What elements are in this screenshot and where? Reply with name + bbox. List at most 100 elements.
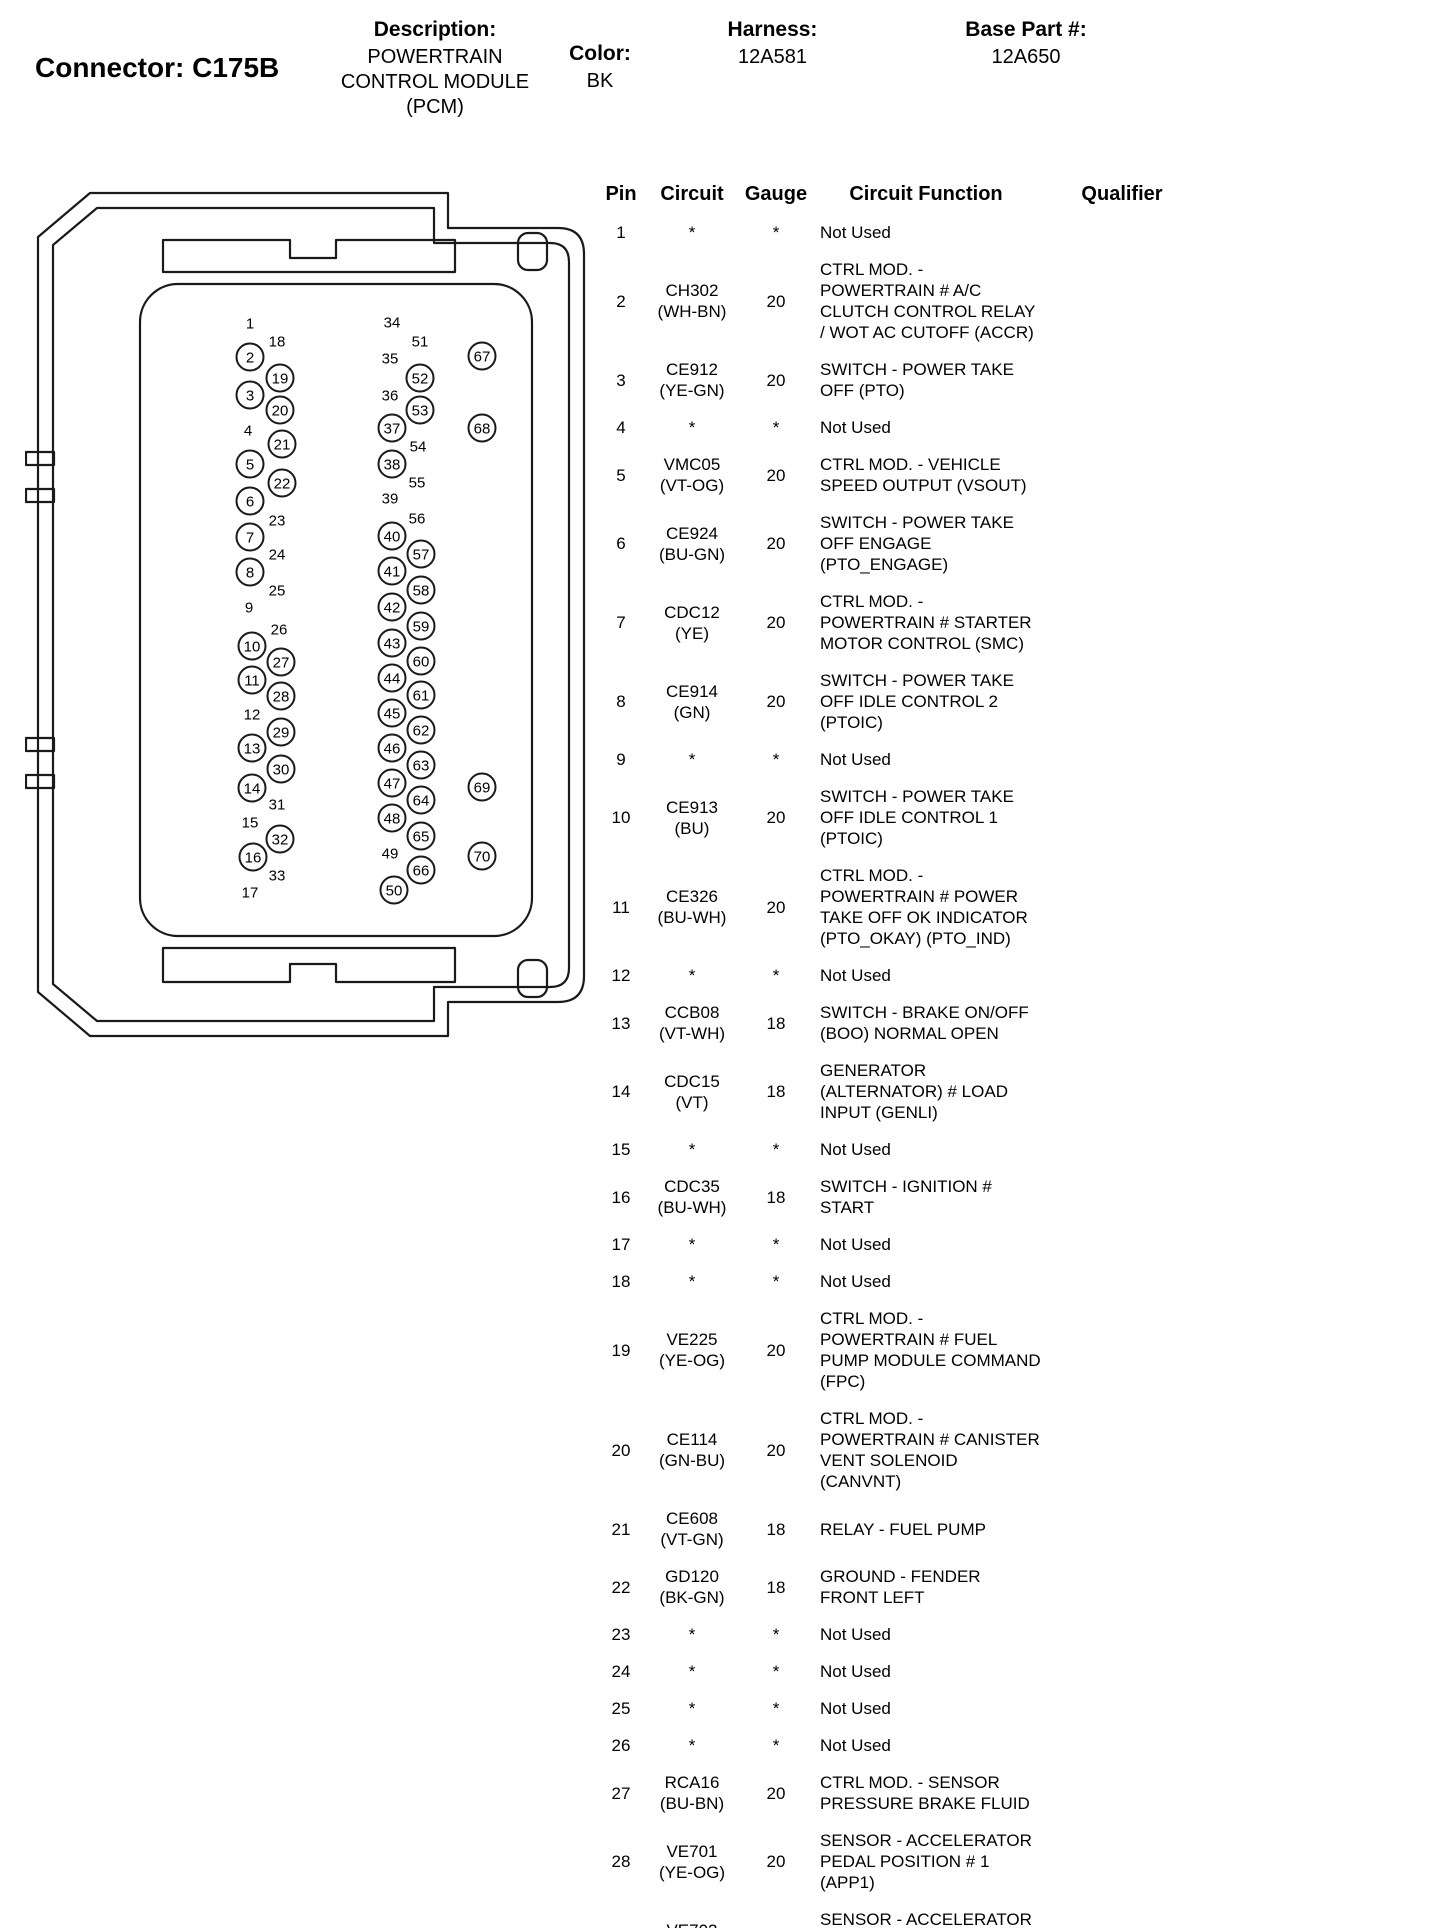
pin-number: 8 [246,564,254,581]
pin-cell: 11 [612,897,630,917]
pin-number: 16 [245,849,262,866]
pin-number: 58 [413,582,430,599]
pin-number: 15 [242,814,259,831]
function-cell: GENERATOR (ALTERNATOR) # LOAD INPUT (GEN… [820,1061,1008,1122]
function-cell: CTRL MOD. - POWERTRAIN # POWER TAKE OFF … [820,866,1028,948]
pin-cell: 16 [611,1187,631,1207]
pin-number: 66 [413,862,430,879]
pin-cavity-circle [265,395,295,425]
circuit-cell: CCB08(VT-WH) [658,1003,726,1043]
pin-number: 56 [409,510,426,527]
function-cell: Not Used [820,1699,891,1718]
pin-cell: 4 [616,418,626,437]
gauge-cell: 20 [766,1340,786,1360]
base-part-block: Base Part #: 12A650 [935,18,1117,70]
table-row: 4**Not Used [600,409,1220,446]
pin-number: 43 [384,635,401,652]
function-cell: Not Used [820,1662,891,1681]
gauge-cell: 18 [766,1013,786,1033]
pin-cell: 22 [611,1577,631,1597]
gauge-cell: * [772,750,780,769]
pin-cavity-circle [377,592,407,622]
function-cell: SWITCH - POWER TAKE OFF ENGAGE (PTO_ENGA… [820,513,1014,574]
pin-number: 10 [244,638,261,655]
pin-cavity-circle [267,429,297,459]
function-cell: CTRL MOD. - SENSOR PRESSURE BRAKE FLUID [820,1773,1030,1813]
gauge-cell: 18 [766,1082,786,1101]
column-header-circuit: Circuit [660,183,724,205]
pin-table: Pin Circuit Gauge Circuit Function Quali… [600,183,1220,1928]
pin-number: 57 [413,546,430,563]
table-row: 25**Not Used [600,1690,1220,1727]
pin-cell: 1 [616,223,626,242]
left-latch-slot [25,487,56,504]
pin-cell: 2 [616,291,626,311]
gauge-cell: 20 [766,534,786,553]
gauge-cell: 20 [766,808,786,827]
pin-cavity-circle [467,772,497,802]
base-part-label: Base Part #: [965,18,1087,41]
pin-number: 65 [413,828,430,845]
pin-number: 1 [246,315,254,332]
pin-cavity-circle [377,733,407,763]
pin-number: 53 [412,402,429,419]
bottom-keyway-tab [161,946,457,984]
circuit-cell: CE326(BU-WH) [657,887,727,927]
gauge-cell: 20 [766,1852,786,1871]
pin-cavity-circle [265,363,295,393]
circuit-cell: VE225(YE-OG) [658,1330,726,1370]
connector-diagram: 1182193204215226237248259261027112812291… [25,191,586,1038]
color-value: BK [586,70,614,92]
pin-number: 39 [382,490,399,507]
harness-value: 12A581 [738,46,807,68]
circuit-cell: * [688,1662,696,1681]
circuit-cell: * [688,1625,696,1644]
pin-number: 67 [474,348,491,365]
circuit-cell: CE114(GN-BU) [658,1430,726,1470]
pin-number: 7 [246,529,254,546]
pin-number: 4 [244,422,252,439]
pin-cell: 21 [611,1519,631,1539]
pin-cavity-circle [266,681,296,711]
pin-number: 17 [242,884,259,901]
gauge-cell: 18 [766,1577,786,1597]
pin-cavity-circle [406,785,436,815]
pin-cavity-circle [237,773,267,803]
table-row: 18**Not Used [600,1263,1220,1300]
pin-cell: 17 [611,1235,631,1254]
column-header-circuit-function: Circuit Function [849,183,1003,205]
pin-number: 41 [384,563,401,580]
table-row: 15**Not Used [600,1131,1220,1168]
pin-number: 26 [271,621,288,638]
circuit-cell: CDC15(VT) [664,1071,720,1112]
gauge-cell: * [772,1699,780,1718]
table-row: 17**Not Used [600,1226,1220,1263]
pin-cavity-circle [377,803,407,833]
pin-number: 45 [384,705,401,722]
table-row: 24**Not Used [600,1653,1220,1690]
pin-number: 40 [384,528,401,545]
gauge-cell: * [772,1736,780,1755]
pin-number: 24 [269,546,286,563]
circuit-cell: * [688,1272,696,1291]
pin-number: 69 [474,779,491,796]
pin-cell: 3 [616,370,626,390]
pin-cavity-circle [377,663,407,693]
pin-cavity-circle [377,449,407,479]
description-value: POWERTRAIN CONTROL MODULE (PCM) [340,46,530,118]
pin-cavity-circle [406,750,436,780]
function-cell: SENSOR - ACCELERATOR PEDAL POSITION # 2 … [820,1910,1032,1928]
circuit-cell: GD120(BK-GN) [659,1567,725,1607]
pin-cavity-circle [237,631,267,661]
gauge-cell: 20 [766,692,786,711]
gauge-cell: 20 [766,897,786,917]
pin-cavity-circle [235,522,265,552]
pin-number: 61 [413,687,430,704]
gauge-cell: * [772,223,780,242]
circuit-cell: * [688,1235,696,1254]
pin-number: 49 [382,845,399,862]
gauge-cell: 20 [766,1440,786,1460]
